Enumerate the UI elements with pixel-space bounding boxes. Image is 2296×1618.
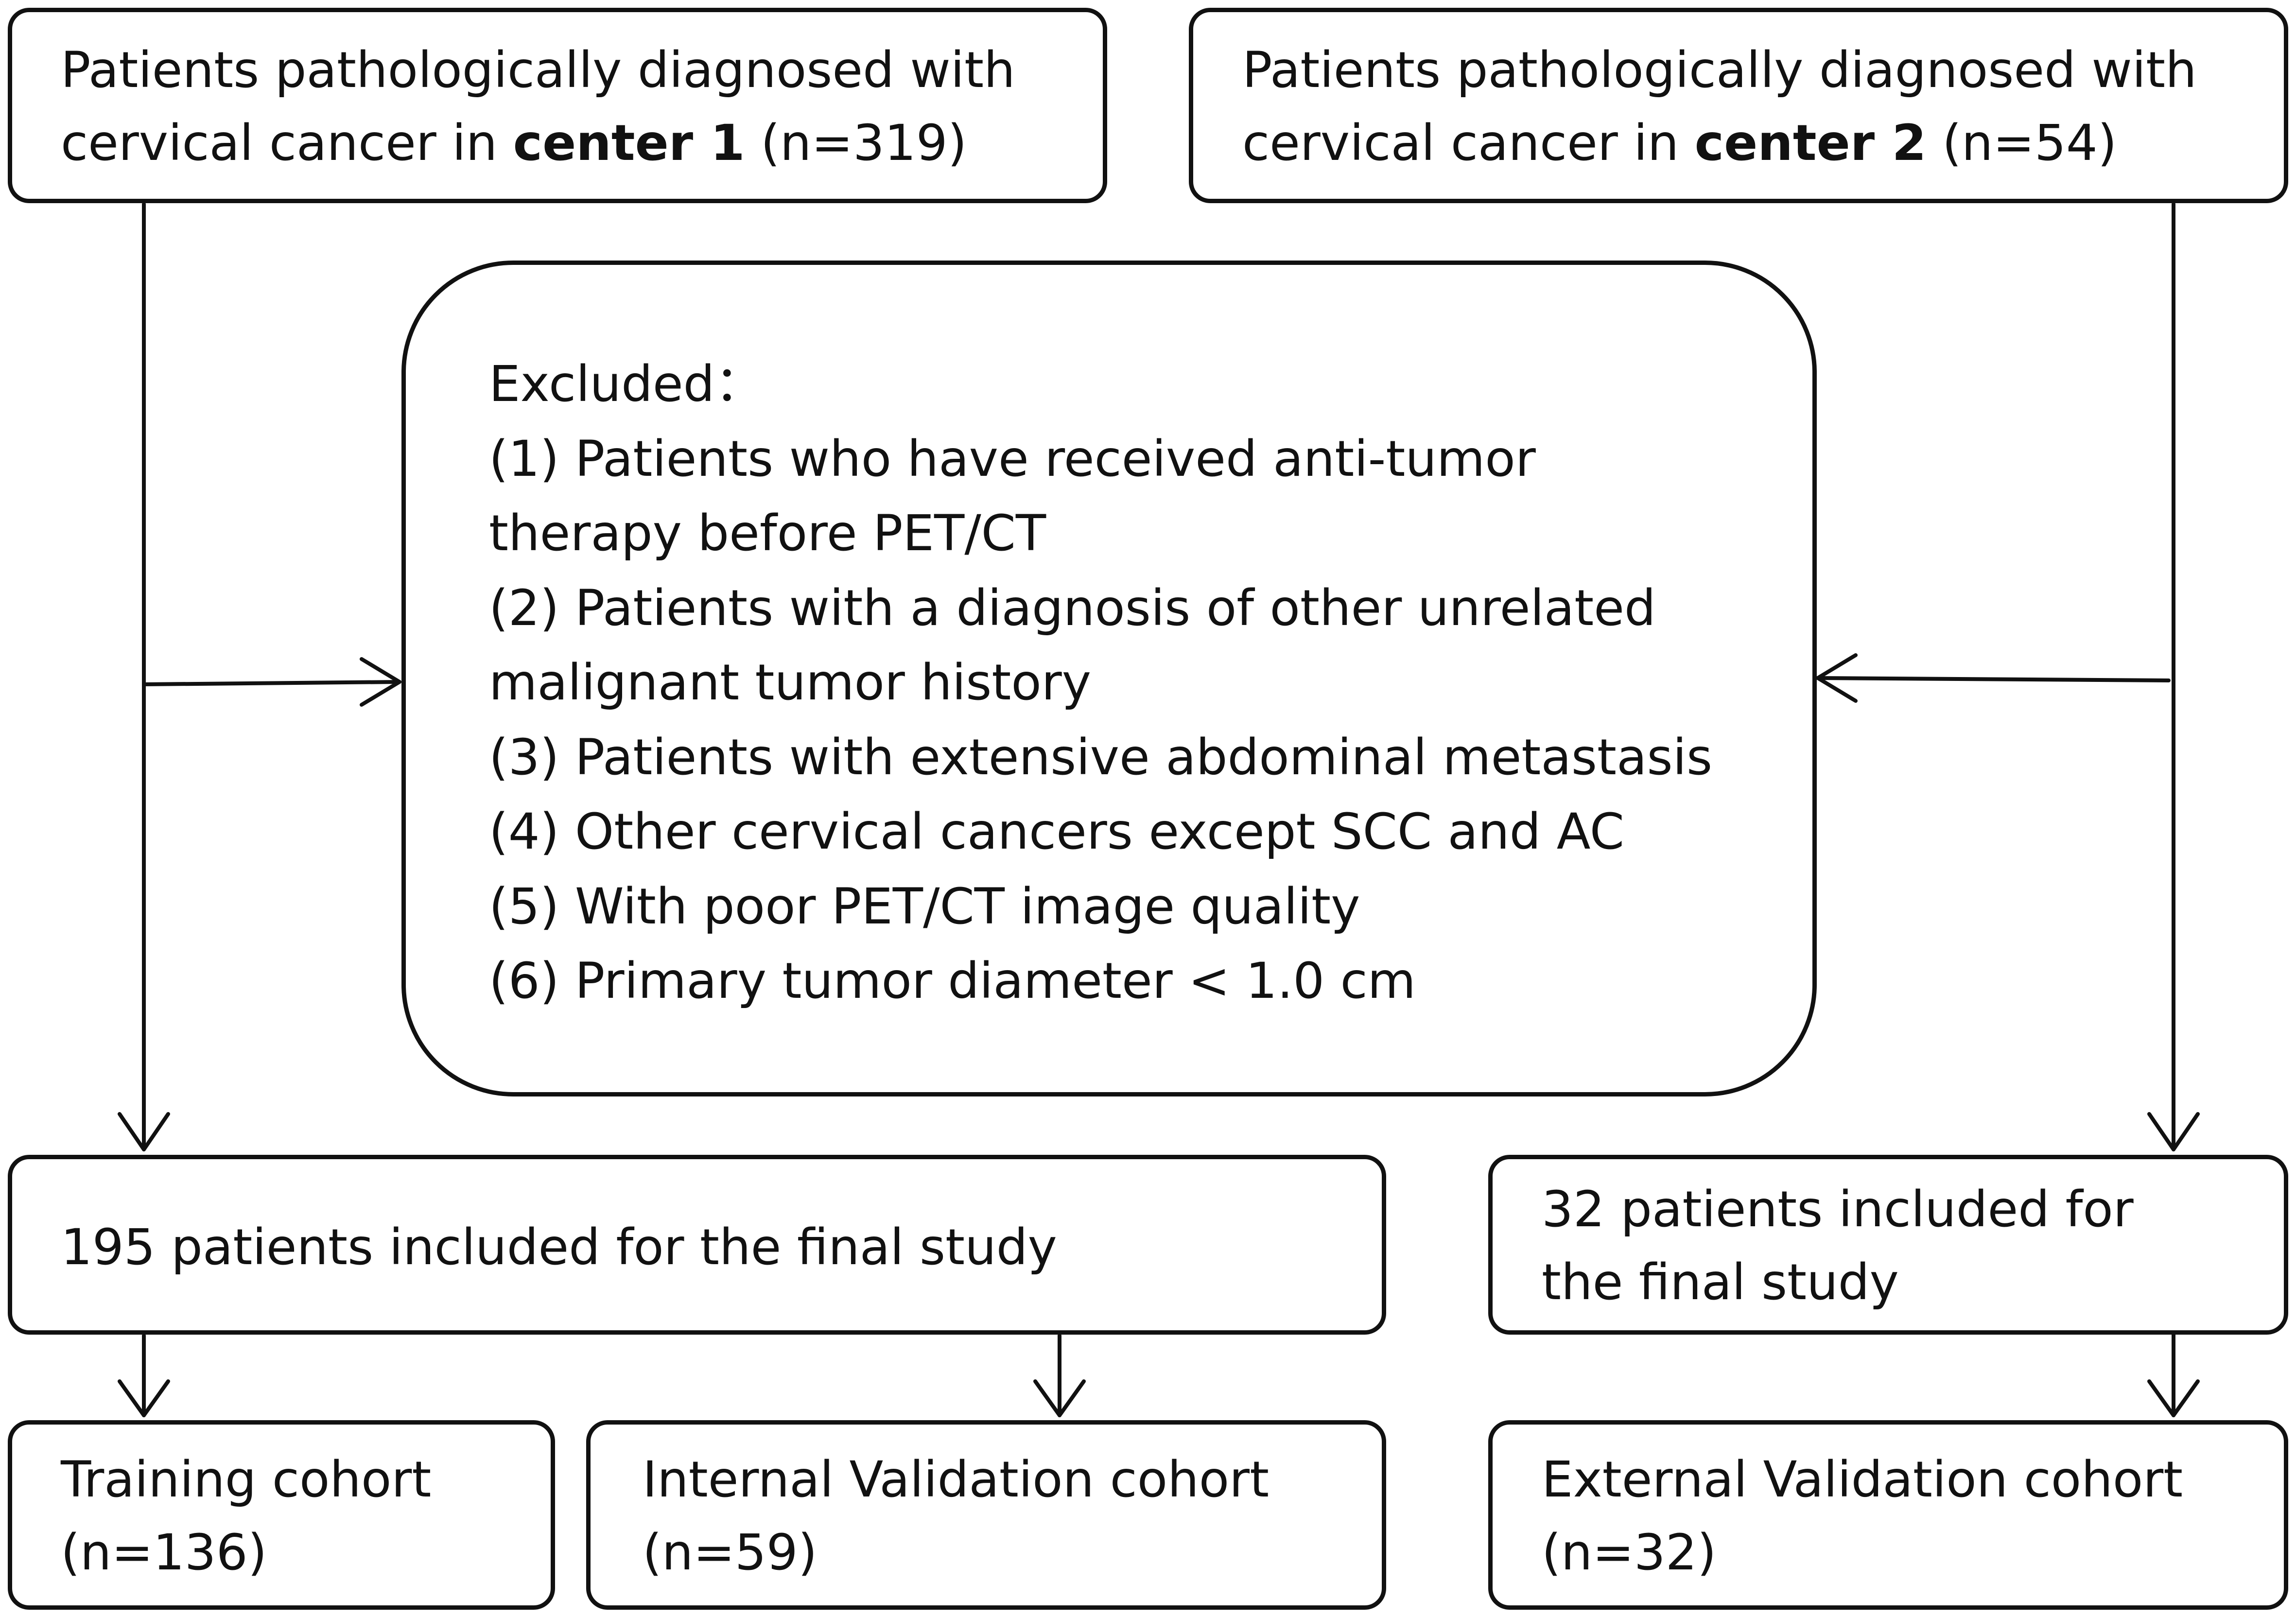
center1-line1: Patients pathologically diagnosed with: [61, 41, 1015, 99]
included2-line1: 32 patients included for: [1542, 1181, 2134, 1238]
connector-center2-to-excluded: [1816, 676, 2171, 682]
center1-count: (n=319): [745, 114, 967, 172]
excluded-item-2a: (2) Patients with a diagnosis of other u…: [489, 579, 1656, 637]
included1-box: [8, 1155, 1386, 1335]
arrowhead-center2-to-excluded: [1816, 653, 1858, 703]
center1-box: [8, 8, 1107, 203]
training-text: Training cohort (n=136): [61, 1444, 431, 1589]
center2-count: (n=54): [1926, 114, 2117, 172]
included2-line2: the final study: [1542, 1253, 1899, 1311]
center2-text: Patients pathologically diagnosed with c…: [1242, 34, 2197, 180]
excluded-item-3: (3) Patients with extensive abdominal me…: [489, 728, 1713, 786]
arrowhead-included-to-internal: [1033, 1379, 1086, 1417]
internal-validation-count: (n=59): [643, 1524, 818, 1582]
training-count: (n=136): [61, 1524, 267, 1582]
excluded-item-1b: therapy before PET/CT: [489, 505, 1046, 562]
center2-line1: Patients pathologically diagnosed with: [1242, 41, 2197, 99]
excluded-item-4: (4) Other cervical cancers except SCC an…: [489, 803, 1624, 861]
included2-text: 32 patients included for the final study: [1542, 1173, 2134, 1319]
excluded-item-6: (6) Primary tumor diameter < 1.0 cm: [489, 952, 1416, 1010]
training-box: [8, 1420, 555, 1610]
included2-box: [1488, 1155, 2288, 1335]
excluded-title: Excluded：: [489, 355, 765, 413]
center1-name: center 1: [513, 114, 745, 172]
arrowhead-included-to-training: [118, 1379, 170, 1417]
arrowhead-center2-to-included: [2147, 1112, 2200, 1151]
included1-text: 195 patients included for the final stud…: [61, 1218, 1057, 1276]
center2-line2-prefix: cervical cancer in: [1242, 114, 1695, 172]
excluded-item-2b: malignant tumor history: [489, 654, 1092, 712]
excluded-text: Excluded： (1) Patients who have received…: [489, 347, 1712, 1019]
center2-box: [1189, 8, 2288, 203]
excluded-item-5: (5) With poor PET/CT image quality: [489, 877, 1360, 936]
internal-validation-box: [586, 1420, 1386, 1610]
external-validation-count: (n=32): [1542, 1524, 1717, 1582]
internal-validation-text: Internal Validation cohort (n=59): [643, 1444, 1269, 1589]
connector-center1-to-excluded: [142, 680, 401, 686]
arrowhead-center1-to-excluded: [360, 657, 401, 707]
excluded-item-1a: (1) Patients who have received anti-tumo…: [489, 430, 1536, 488]
internal-validation-label: Internal Validation cohort: [643, 1451, 1270, 1509]
external-validation-text: External Validation cohort (n=32): [1542, 1444, 2183, 1589]
arrowhead-included2-to-external: [2147, 1379, 2200, 1417]
center1-line2: cervical cancer in center 1 (n=319): [61, 107, 1015, 180]
arrowhead-center1-to-included: [118, 1112, 170, 1151]
center1-text: Patients pathologically diagnosed with c…: [61, 34, 1015, 180]
center2-name: center 2: [1694, 114, 1927, 172]
center1-line2-prefix: cervical cancer in: [61, 114, 513, 172]
training-label: Training cohort: [61, 1451, 432, 1509]
external-validation-box: [1488, 1420, 2288, 1610]
excluded-box: [401, 261, 1817, 1096]
external-validation-label: External Validation cohort: [1542, 1451, 2183, 1509]
center2-line2: cervical cancer in center 2 (n=54): [1242, 107, 2197, 180]
